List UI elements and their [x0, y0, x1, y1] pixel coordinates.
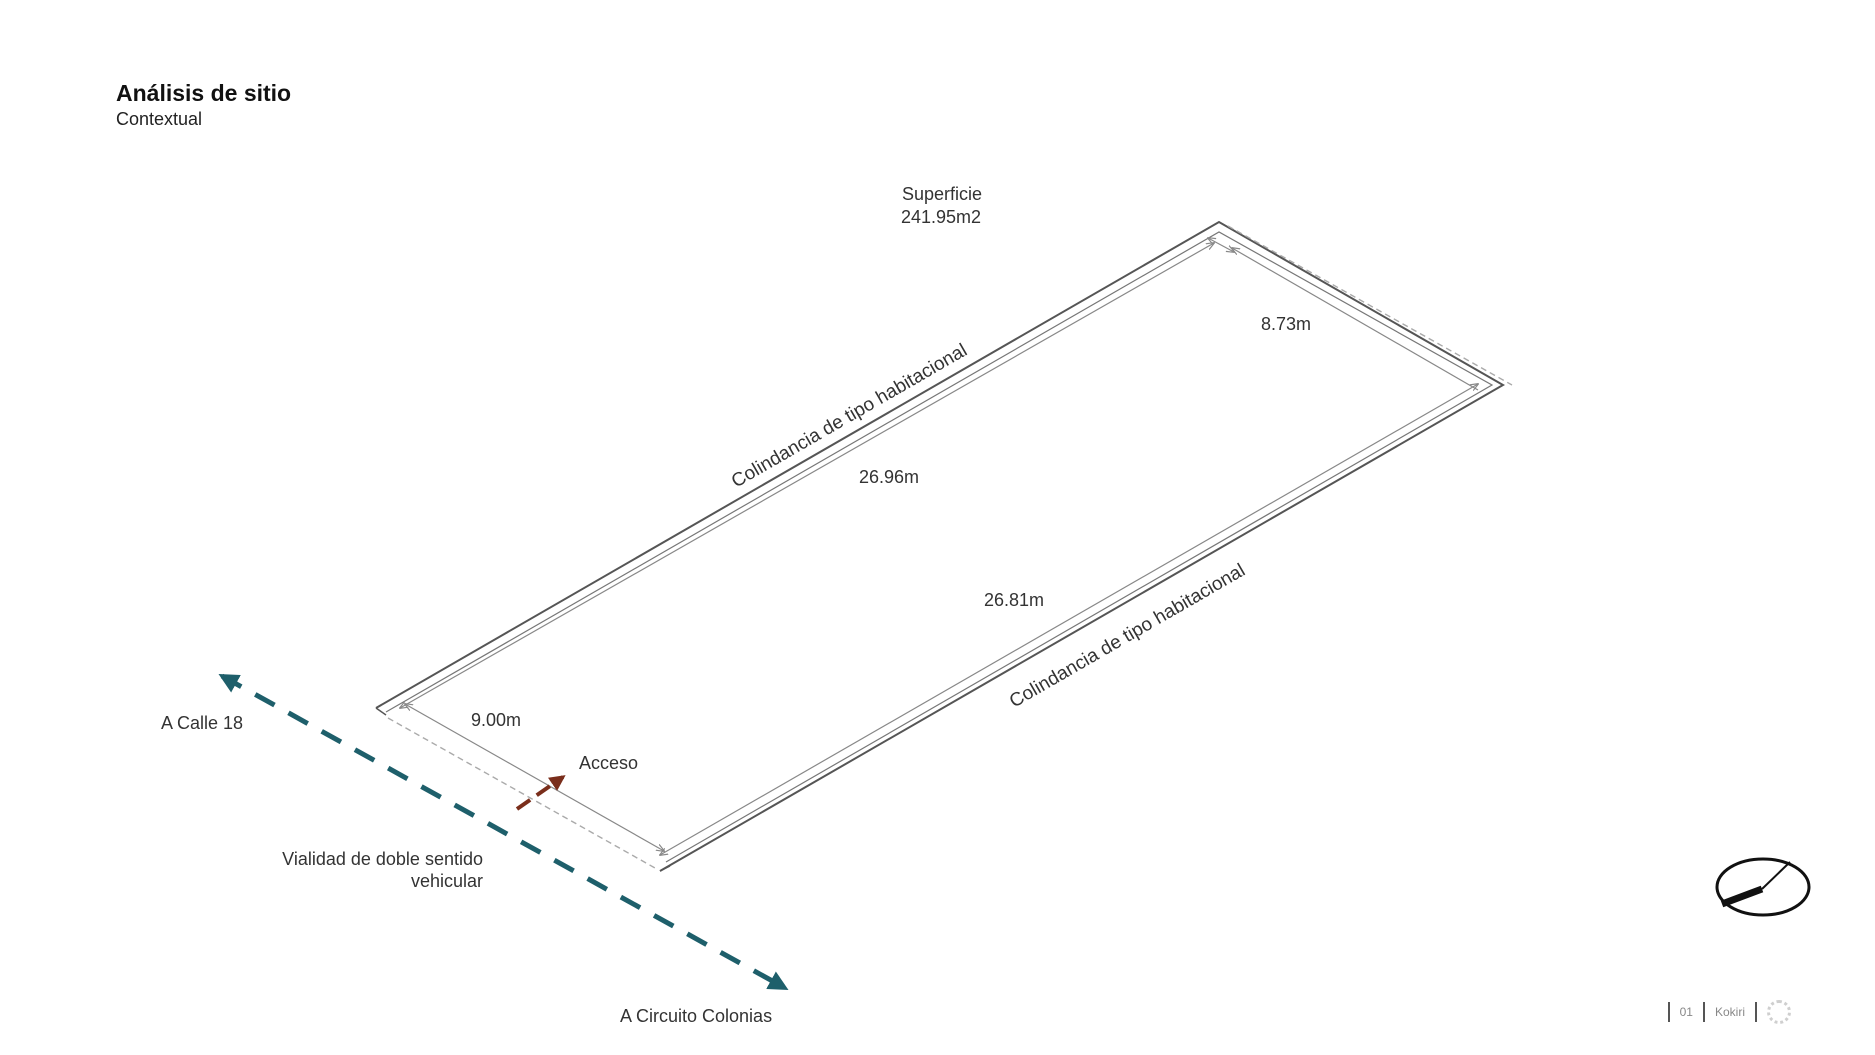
to-north-label: A Calle 18	[161, 713, 243, 733]
neighbor-lower-label: Colindancia de tipo habitacional	[1006, 560, 1249, 712]
brand-name: Kokiri	[1714, 1005, 1745, 1019]
neighbor-upper-label: Colindancia de tipo habitacional	[728, 340, 971, 492]
footer-divider	[1702, 1002, 1705, 1022]
footer: 01 Kokiri	[1667, 998, 1791, 1026]
street-name-line2: vehicular	[411, 871, 483, 891]
access-label: Acceso	[579, 753, 638, 773]
brand-logo-icon	[1767, 1000, 1791, 1024]
street-direction-arrow	[218, 673, 789, 991]
dimension-top-label: 8.73m	[1261, 314, 1311, 334]
to-south-label: A Circuito Colonias	[620, 1006, 772, 1026]
plot-dashed-boundary	[387, 225, 1513, 869]
page-title: Análisis de sitio	[116, 80, 292, 106]
page-subtitle: Contextual	[116, 109, 203, 129]
dimension-lines	[400, 238, 1478, 855]
dimension-long-upper-label: 26.96m	[859, 467, 919, 487]
dimension-front-label: 9.00m	[471, 710, 521, 730]
north-compass-icon	[1715, 857, 1811, 917]
area-label: Superficie	[902, 184, 982, 204]
plot-outline	[375, 220, 1506, 872]
footer-divider	[1667, 1002, 1670, 1022]
footer-divider	[1755, 1002, 1757, 1022]
street-name-line1: Vialidad de doble sentido	[282, 849, 483, 869]
dimension-long-lower-label: 26.81m	[984, 590, 1044, 610]
access-arrow	[515, 775, 566, 811]
page-number: 01	[1679, 1005, 1693, 1019]
area-value: 241.95m2	[901, 207, 981, 227]
